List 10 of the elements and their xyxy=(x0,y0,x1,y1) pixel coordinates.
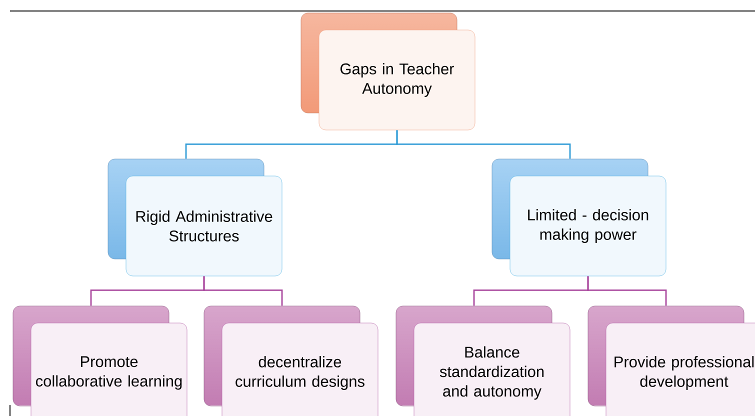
stacked-box: Balance standardization and autonomy xyxy=(396,306,570,416)
stacked-box: Limited - decision making power xyxy=(492,158,666,276)
stacked-box: Provide professional development xyxy=(588,306,755,416)
stacked-box: Gaps in Teacher Autonomy xyxy=(300,12,476,130)
connector xyxy=(587,276,667,306)
stacked-box: decentralize curriculum designs xyxy=(204,306,378,416)
stacked-box: Promote collaborative learning xyxy=(12,306,188,416)
connector xyxy=(203,276,283,306)
stacked-box: Rigid Administrative Structures xyxy=(108,158,282,276)
connector xyxy=(396,130,571,159)
